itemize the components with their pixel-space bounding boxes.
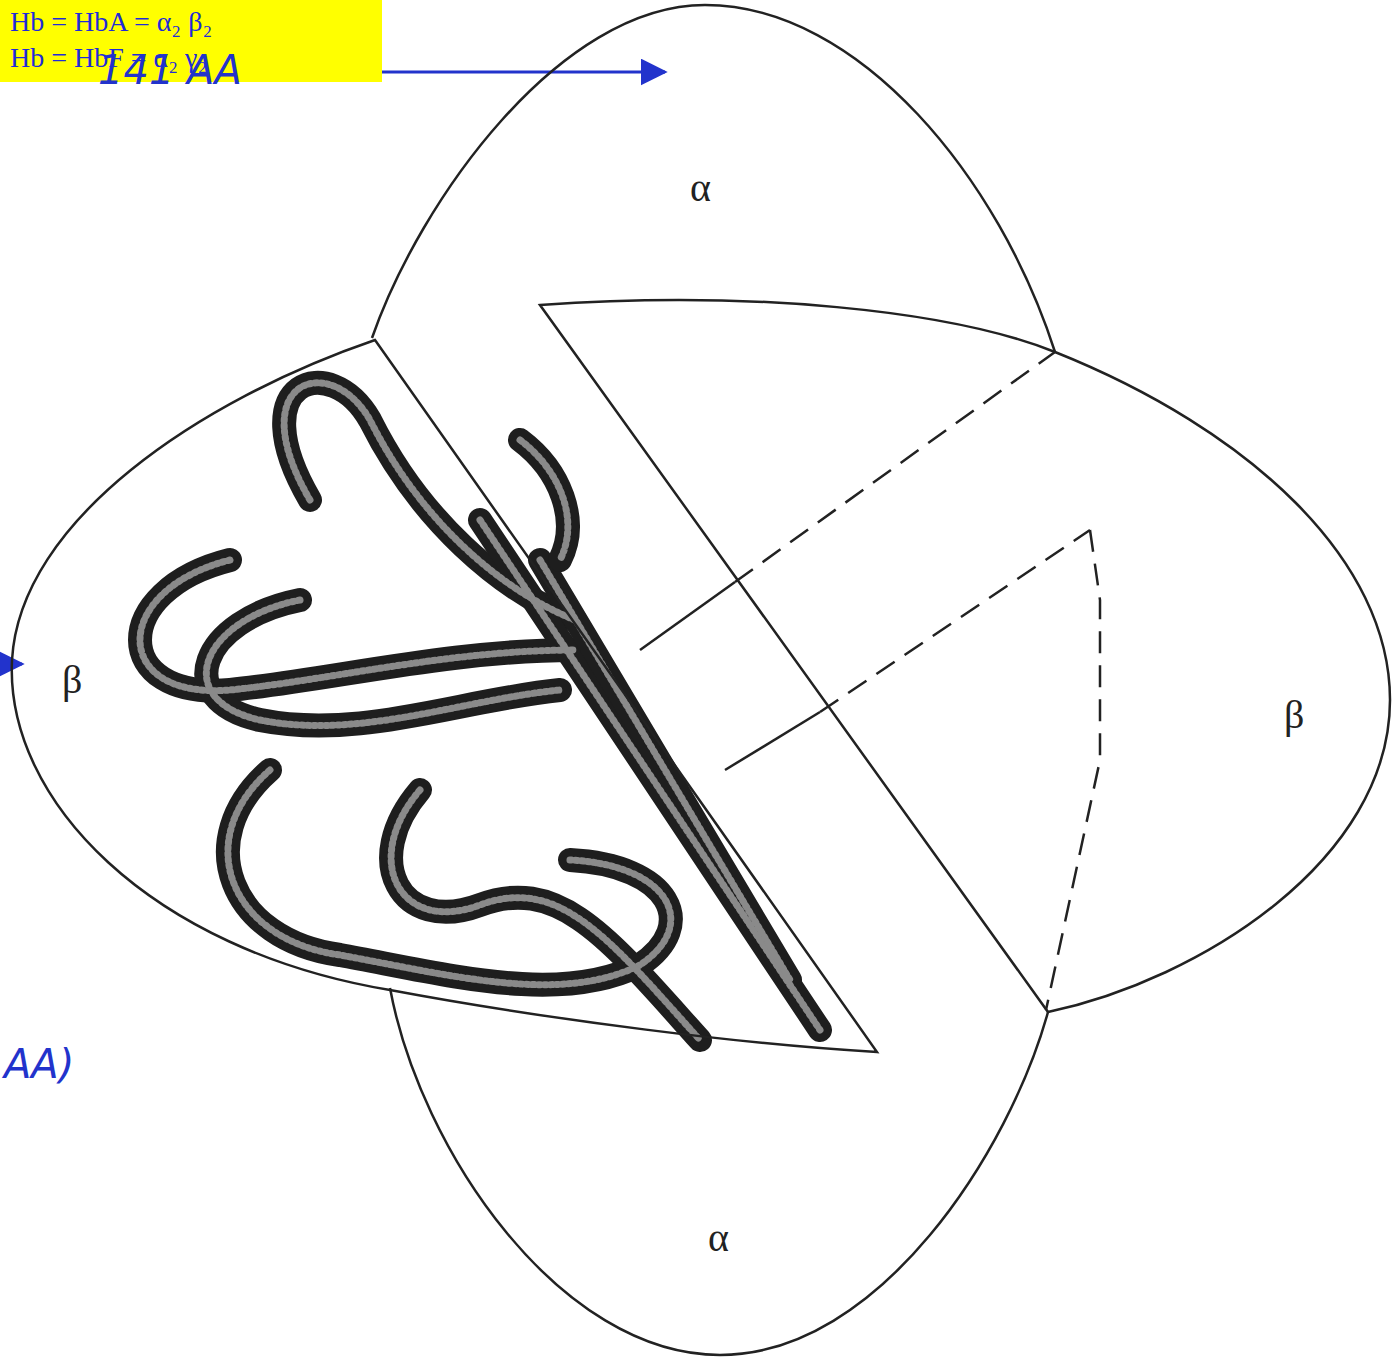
subunit-label: α [690, 168, 711, 208]
inner-dividers [640, 352, 1100, 1010]
lobe-outline [536, 292, 1392, 1016]
formula-text: Hb = HbA = α₂ β₂ [10, 4, 370, 40]
subunit-label: β [62, 660, 82, 700]
lobe-outline-path [540, 300, 1390, 1012]
handwritten-note: AA) [4, 1044, 74, 1084]
blue-arrows [4, 72, 665, 664]
subunit-lobe: α [368, 2, 1060, 362]
subunit-lobe: α [386, 986, 1052, 1358]
ribbon-fold [140, 383, 820, 1040]
subunit-label: α [708, 1218, 729, 1258]
subunit-label: β [1284, 695, 1304, 735]
lobe-outline-path [12, 340, 877, 1052]
subunit-lobe: β [536, 292, 1392, 1016]
lobe-outline [8, 336, 882, 1056]
lobe-outline [368, 2, 1060, 362]
lobe-outline [386, 986, 1052, 1358]
lobe-outline-path [390, 988, 1048, 1355]
handwritten-note: 141 AA [98, 50, 242, 90]
subunit-lobe: β [8, 336, 882, 1056]
